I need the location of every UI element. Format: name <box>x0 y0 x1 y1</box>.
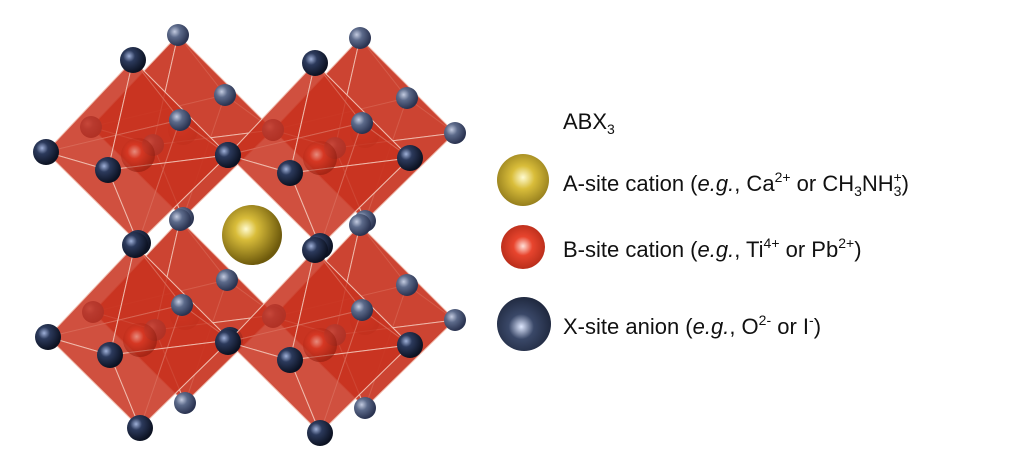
x-site-atom <box>174 392 196 414</box>
formula-base: ABX <box>563 109 608 134</box>
x-site-atom <box>444 309 466 331</box>
x-site-atom <box>169 209 191 231</box>
text: X-site anion ( <box>563 314 693 339</box>
x-site-atom <box>396 274 418 296</box>
b-site-atom <box>303 141 337 175</box>
text: e.g. <box>697 171 735 196</box>
formula-subscript: 3 <box>607 121 615 137</box>
x-site-atom <box>215 142 241 168</box>
x-site-atom <box>216 269 238 291</box>
text: A-site cation ( <box>563 171 698 196</box>
perovskite-crystal-structure <box>33 24 466 446</box>
octahedron-face <box>109 339 232 429</box>
text: 4+ <box>763 235 780 251</box>
x-site-atom <box>349 214 371 236</box>
b-site-sphere-icon <box>501 225 545 269</box>
text: ) <box>854 237 862 262</box>
x-site-atom <box>444 122 466 144</box>
text: - <box>809 312 814 328</box>
text: + <box>893 169 902 185</box>
text: , O <box>729 314 759 339</box>
a-site-sphere-icon <box>497 154 549 206</box>
text: ) <box>813 314 822 339</box>
x-site-sphere-icon <box>497 297 551 351</box>
legend-a-site-label: A-site cation (e.g., Ca2+ or CH3NH3+) <box>563 170 909 198</box>
text: , Ca <box>734 171 775 196</box>
x-site-atom <box>302 237 328 263</box>
x-site-atom <box>397 332 423 358</box>
x-site-atom <box>171 294 193 316</box>
x-site-atom <box>35 324 61 350</box>
text: ) <box>901 171 909 196</box>
text: B-site cation ( <box>563 237 698 262</box>
x-site-atom <box>33 139 59 165</box>
text: or CH <box>790 171 855 196</box>
octahedron-face <box>289 157 412 247</box>
x-site-atom <box>169 109 191 131</box>
x-site-atom <box>277 160 303 186</box>
x-site-atom <box>120 47 146 73</box>
x-site-atom <box>396 87 418 109</box>
x-site-atom <box>354 397 376 419</box>
x-site-atom <box>167 24 189 46</box>
legend-b-site-label: B-site cation (e.g., Ti4+ or Pb2+) <box>563 236 862 261</box>
x-site-atom <box>302 50 328 76</box>
text: 2- <box>758 312 772 328</box>
x-site-atom <box>97 342 123 368</box>
x-site-atom <box>127 415 153 441</box>
x-site-atom <box>349 27 371 49</box>
text: e.g. <box>697 237 735 262</box>
a-site-atom <box>222 205 282 265</box>
text: or Pb <box>779 237 839 262</box>
formula-label: ABX3 <box>563 109 615 137</box>
text: 2+ <box>838 235 855 251</box>
x-site-atom <box>215 329 241 355</box>
x-site-atom <box>214 84 236 106</box>
text: , Ti <box>734 237 764 262</box>
text: 3 <box>893 183 902 199</box>
text: 2+ <box>774 169 791 185</box>
x-site-atom <box>122 232 148 258</box>
legend-x-site-label: X-site anion (e.g., O2- or I-) <box>563 313 821 338</box>
octahedron-face <box>107 154 230 244</box>
b-site-atom <box>123 323 157 357</box>
x-site-atom <box>397 145 423 171</box>
text: e.g. <box>692 314 730 339</box>
text: 3 <box>854 183 862 199</box>
text: NH <box>861 171 894 196</box>
x-site-atom <box>307 420 333 446</box>
x-site-atom <box>351 299 373 321</box>
text: or I <box>771 314 810 339</box>
b-site-atom <box>303 328 337 362</box>
b-site-atom <box>121 138 155 172</box>
octahedron-face <box>289 344 412 434</box>
x-site-atom <box>351 112 373 134</box>
x-site-atom <box>277 347 303 373</box>
x-site-atom <box>95 157 121 183</box>
